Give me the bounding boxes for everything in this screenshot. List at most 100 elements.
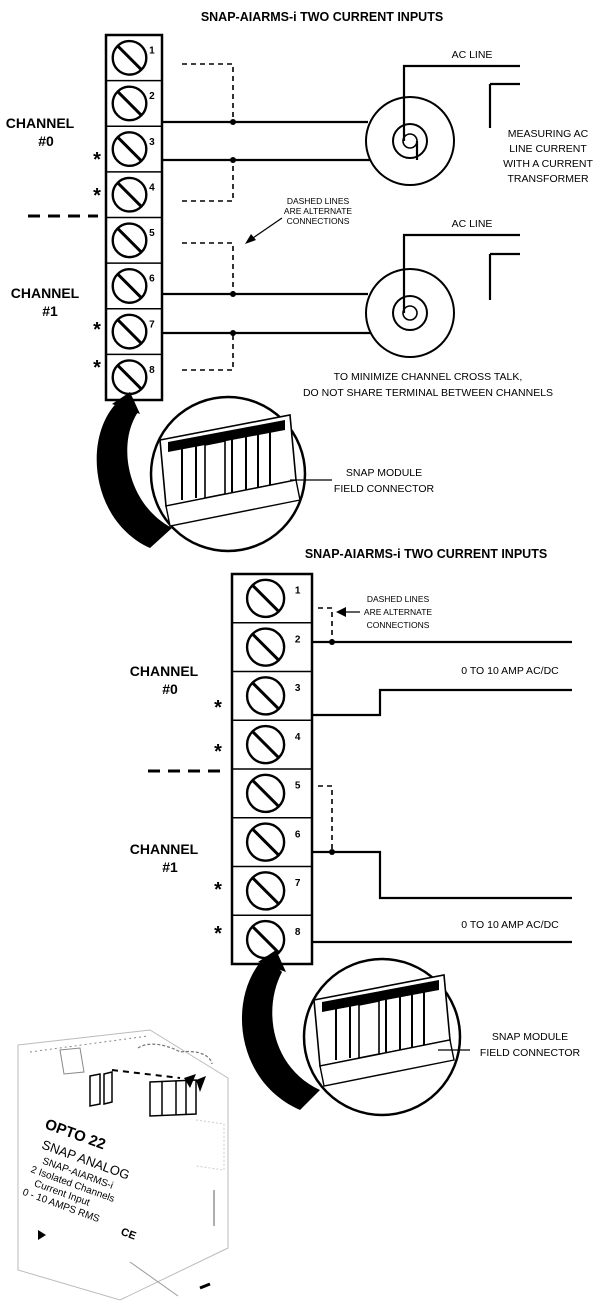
alternate-connection [318, 607, 333, 642]
asterisk: * [214, 923, 222, 945]
screw-slot [251, 681, 280, 711]
junction [230, 291, 236, 297]
terminal-number: 7 [295, 878, 301, 889]
screw-slot [251, 583, 280, 613]
alternate-connection [182, 242, 234, 294]
junction [329, 639, 335, 645]
junction [230, 157, 236, 163]
connector-label: SNAP MODULE [492, 1031, 568, 1043]
screw-slot [116, 90, 143, 117]
terminal-number: 4 [149, 182, 155, 193]
channel-0-number: #0 [162, 681, 178, 697]
dashed-lines-note: DASHED LINES [367, 594, 430, 604]
screw-slot [251, 632, 280, 662]
junction [329, 849, 335, 855]
pointer-arrow [249, 217, 283, 241]
terminal-number: 7 [149, 319, 155, 330]
terminal-number: 4 [295, 732, 301, 743]
field-connector-illustration [159, 414, 301, 527]
alternate-connection [182, 160, 234, 202]
terminal-number: 5 [149, 228, 155, 239]
channel-1-label: CHANNEL [130, 841, 199, 857]
terminal-number: 6 [295, 829, 301, 840]
dashed-lines-note: ARE ALTERNATE [364, 607, 433, 617]
current-transformer [365, 233, 520, 358]
channel-0-label: CHANNEL [130, 663, 199, 679]
screw-slot [251, 876, 280, 906]
arrowhead [258, 950, 286, 972]
alternate-connection [182, 63, 234, 122]
connector-label: FIELD CONNECTOR [480, 1047, 581, 1059]
terminal-number: 6 [149, 274, 155, 285]
dashed-lines-note: ARE ALTERNATE [284, 206, 353, 216]
measuring-note: WITH A CURRENT [503, 158, 593, 170]
screw-slot [251, 778, 280, 808]
asterisk: * [214, 697, 222, 719]
channel-0-label: CHANNEL [6, 115, 75, 131]
asterisk: * [93, 149, 101, 171]
screw-slot [251, 925, 280, 955]
crosstalk-note: DO NOT SHARE TERMINAL BETWEEN CHANNELS [303, 387, 553, 399]
dashed-lines-note: CONNECTIONS [367, 620, 430, 630]
terminal-number: 5 [295, 781, 301, 792]
channel-1-number: #1 [42, 303, 58, 319]
snap-module-illustration: OPTO 22 SNAP ANALOG SNAP-AIARMS-i 2 Isol… [17, 1029, 229, 1301]
terminal-number: 2 [149, 91, 155, 102]
connector-label: FIELD CONNECTOR [334, 483, 435, 495]
arrowhead [336, 607, 346, 617]
ac-line-label: AC LINE [452, 218, 493, 230]
channel-1-label: CHANNEL [11, 285, 80, 301]
asterisk: * [214, 879, 222, 901]
alternate-connection [182, 333, 234, 371]
magnify-arrow [241, 956, 320, 1110]
wire [312, 850, 572, 900]
screw-slot [251, 730, 280, 760]
screw-slot [116, 272, 143, 300]
current-transformer [365, 64, 520, 186]
terminal-number: 8 [149, 365, 155, 376]
asterisk: * [93, 185, 101, 207]
terminal-screws: 1 2 3 4 5 6 7 8 [106, 39, 162, 396]
measuring-note: LINE CURRENT [509, 143, 587, 155]
asterisk: * [93, 357, 101, 379]
measuring-note: TRANSFORMER [507, 173, 589, 185]
arrowhead [112, 392, 140, 414]
dashed-lines-note: DASHED LINES [287, 196, 350, 206]
wire [312, 688, 572, 717]
asterisk: * [214, 741, 222, 763]
screw-slot [251, 827, 280, 857]
ce-mark: CE [119, 1226, 137, 1243]
junction [230, 119, 236, 125]
ac-line-label: AC LINE [452, 49, 493, 61]
diagram-2: SNAP-AIARMS-i TWO CURRENT INPUTS 1 2 3 4 5 6 7… [130, 547, 581, 1117]
terminal-number: 1 [149, 46, 155, 57]
terminal-number: 1 [295, 586, 301, 597]
crosstalk-note: TO MINIMIZE CHANNEL CROSS TALK, [334, 371, 523, 383]
asterisk: * [93, 319, 101, 341]
diagram-2-title: SNAP-AIARMS-i TWO CURRENT INPUTS [305, 547, 547, 561]
arrowhead [245, 234, 256, 244]
terminal-number: 3 [149, 137, 155, 148]
screw-slot [116, 181, 143, 208]
screw-slot [116, 318, 143, 345]
diagram-1-title: SNAP-AIARMS-i TWO CURRENT INPUTS [201, 10, 443, 24]
screw-slot [116, 364, 143, 391]
channel-0-number: #0 [38, 133, 54, 149]
screw-slot [116, 135, 143, 163]
field-connector-illustration [313, 974, 455, 1087]
screw-slot [116, 44, 143, 71]
magnify-arrow [96, 398, 172, 548]
terminal-number: 8 [295, 927, 301, 938]
diagram-1: SNAP-AIARMS-i TWO CURRENT INPUTS 1 2 3 4 5 6 7… [6, 10, 593, 553]
current-range-label: 0 TO 10 AMP AC/DC [461, 665, 559, 677]
dashed-lines-note: CONNECTIONS [287, 216, 350, 226]
junction [230, 330, 236, 336]
measuring-note: MEASURING AC [508, 128, 589, 140]
channel-1-number: #1 [162, 859, 178, 875]
terminal-number: 2 [295, 634, 301, 645]
terminal-screws: 1 2 3 4 5 6 7 8 [232, 578, 312, 960]
terminal-number: 3 [295, 683, 301, 694]
current-range-label: 0 TO 10 AMP AC/DC [461, 919, 559, 931]
alternate-connection [318, 785, 333, 852]
